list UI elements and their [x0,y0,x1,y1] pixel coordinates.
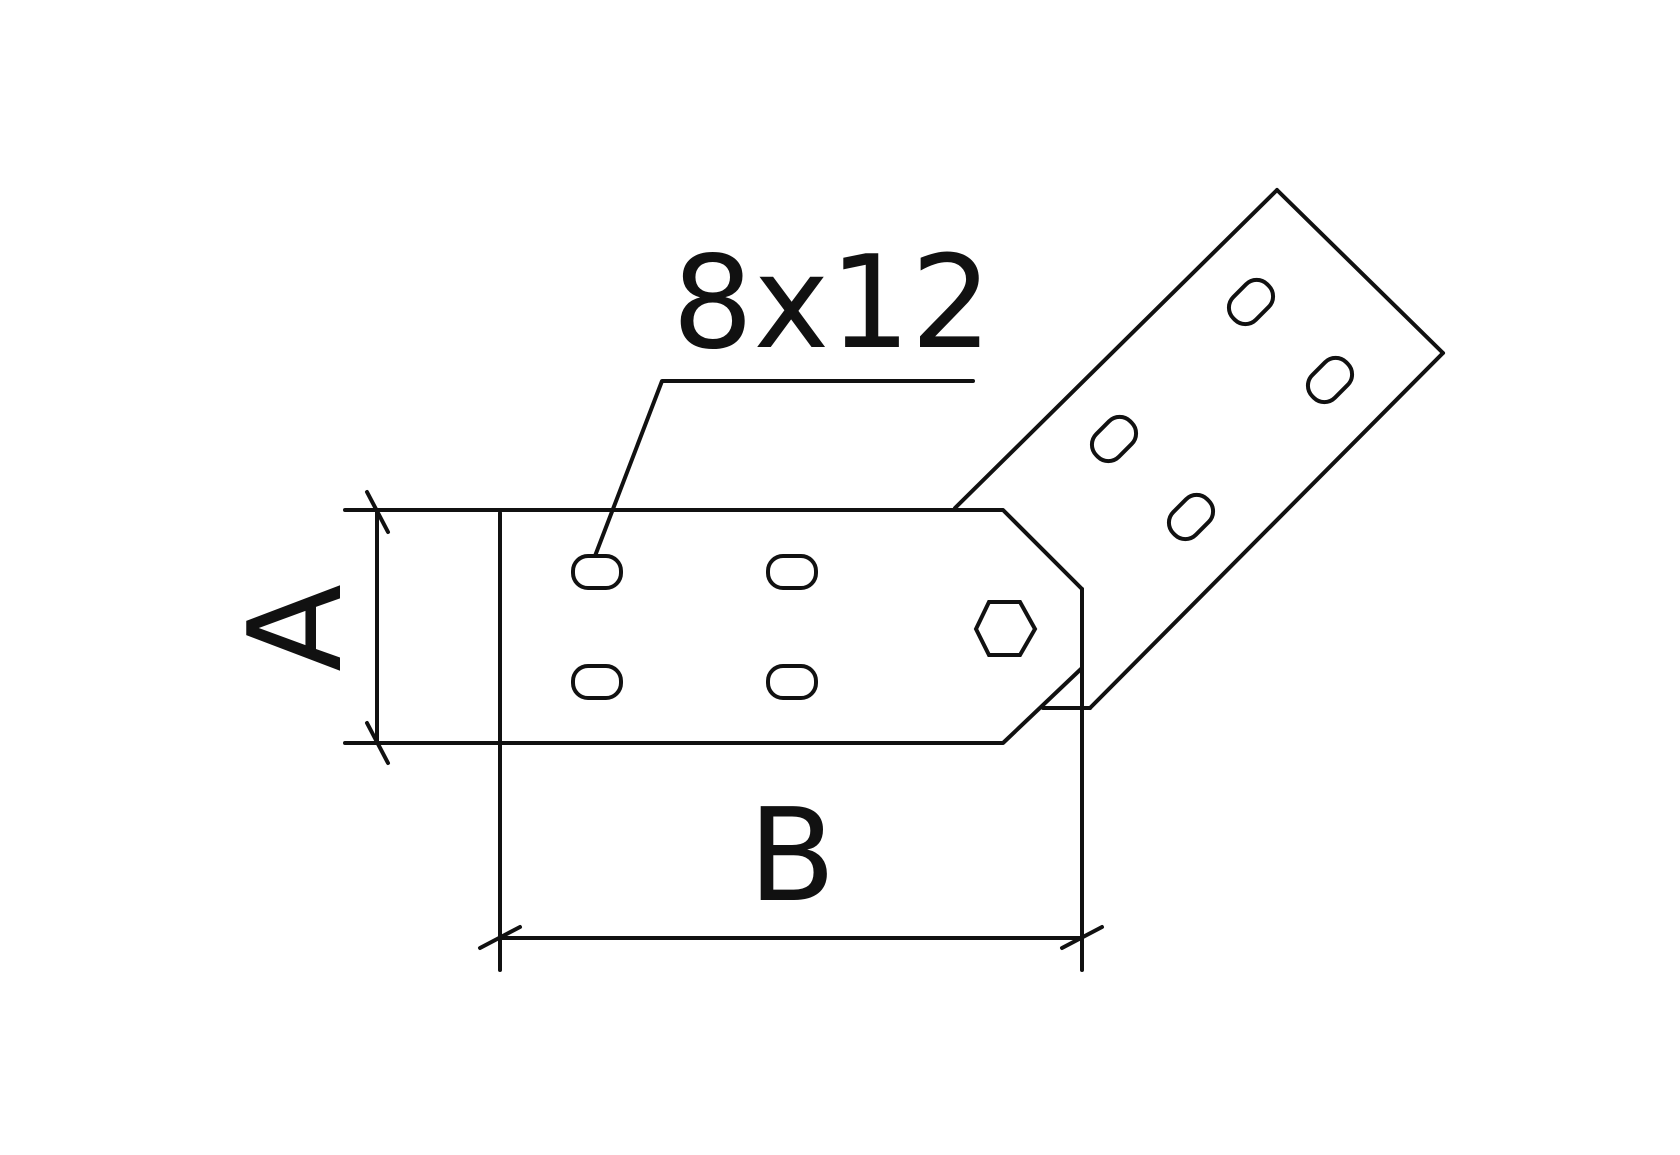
slot [1226,277,1276,327]
dimension-b-label: B [748,782,836,931]
dimension-a: A [222,490,390,765]
dimension-a-label: A [222,584,371,672]
angled-arm [953,188,1445,710]
slot [766,554,818,590]
slot-size-label: 8x12 [672,229,992,378]
slot [1166,492,1216,542]
arm-slots [1089,277,1355,542]
slot [571,554,623,590]
slot [571,664,623,700]
slot [1305,355,1355,405]
slot-leader-line [593,379,975,558]
straight-plate [343,508,1084,745]
dimension-b: B [478,511,1104,972]
slot [1089,414,1139,464]
plate-slots [571,554,818,700]
slot [766,664,818,700]
hex-hole [973,600,1038,657]
